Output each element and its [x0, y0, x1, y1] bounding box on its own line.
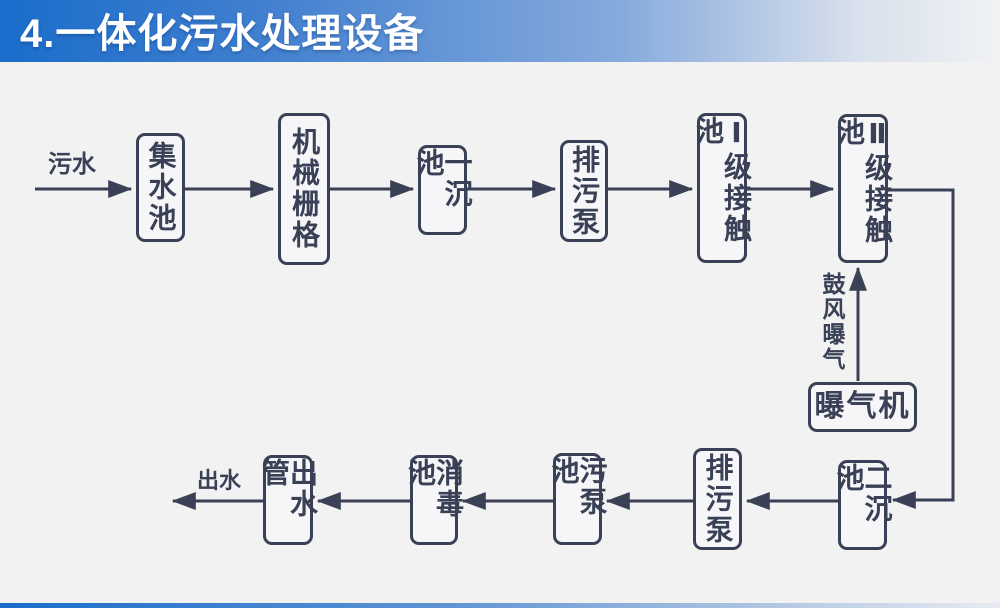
- node-disinfect-tank: 消毒池: [405, 455, 464, 545]
- node-label: 排污泵: [569, 144, 600, 238]
- aeration-label: 鼓风曝气: [819, 272, 845, 372]
- node-label: 集水池: [145, 141, 177, 234]
- node-label: 二沉池: [833, 463, 893, 525]
- node-mechanical-grid: 机械栅格: [278, 113, 330, 265]
- node-label: Ⅱ级接触池: [834, 117, 893, 246]
- bottom-accent-bar: [0, 603, 1000, 608]
- node-label: 一沉池: [413, 148, 473, 210]
- node-collect-tank: 集水池: [136, 133, 185, 242]
- arrow-contact2-to-secondary: [888, 188, 955, 509]
- node-label: 机械栅格: [289, 127, 320, 251]
- node-label: 排污泵: [702, 452, 734, 546]
- page-title: 4.一体化污水处理设备: [20, 11, 425, 56]
- node-outlet-pipe: 出水管: [259, 455, 318, 545]
- inflow-label: 污水: [48, 151, 96, 178]
- node-contact-tank-1: Ⅰ级接触池: [693, 113, 752, 263]
- outflow-label: 出水: [197, 468, 242, 493]
- node-label: 污泵池: [548, 456, 608, 518]
- node-label: Ⅰ级接触池: [693, 116, 752, 245]
- node-primary-tank: 一沉池: [414, 145, 473, 235]
- node-secondary-tank: 二沉池: [834, 460, 893, 550]
- node-sewage-pump-2: 排污泵: [693, 448, 742, 550]
- node-label: 出水管: [259, 458, 318, 520]
- node-label: 消毒池: [405, 458, 464, 520]
- node-sewage-pump-1: 排污泵: [560, 140, 608, 242]
- node-contact-tank-2: Ⅱ级接触池: [834, 114, 893, 263]
- title-bar: 4.一体化污水处理设备: [0, 0, 1000, 62]
- node-aerator: 曝气机: [808, 382, 917, 432]
- node-label: 曝气机: [814, 390, 911, 423]
- node-sludge-pump-tank: 污泵池: [549, 453, 608, 545]
